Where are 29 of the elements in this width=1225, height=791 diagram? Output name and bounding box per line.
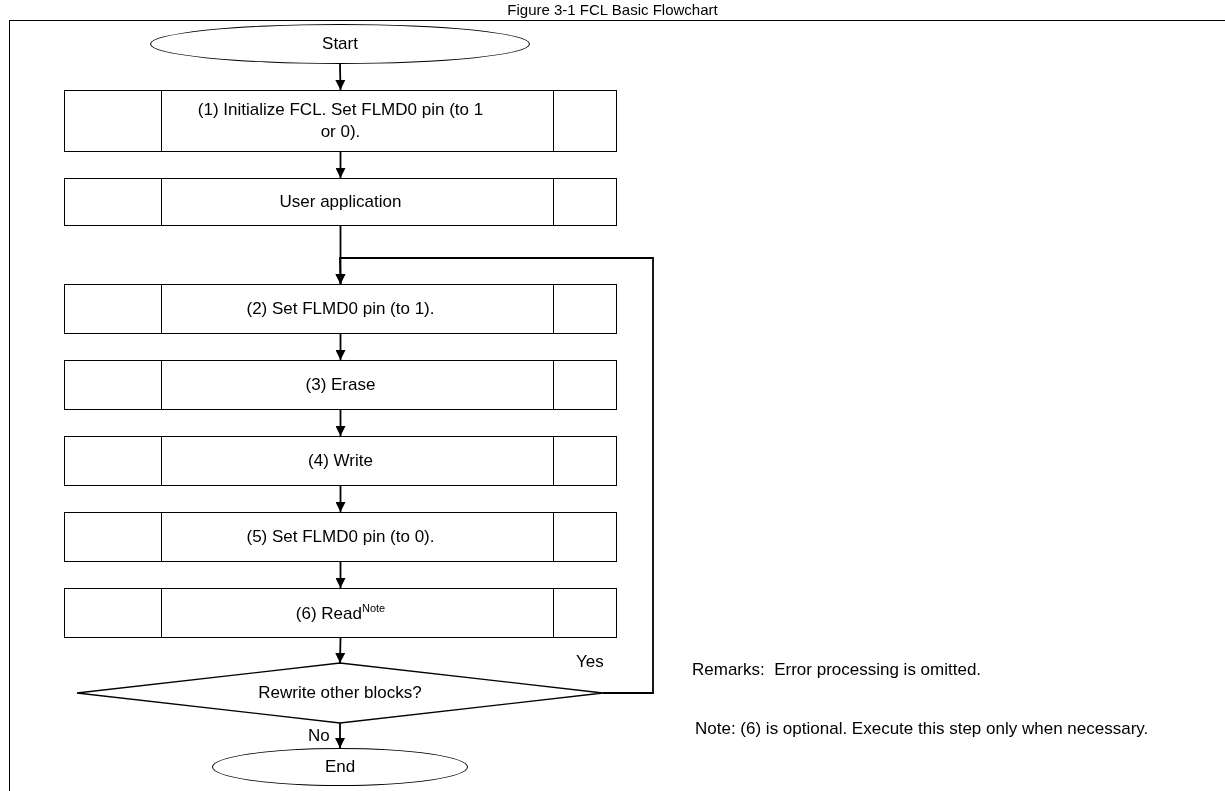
flow-arrow [335, 151, 346, 179]
predefined-process-box [64, 588, 617, 638]
predefined-process-box [64, 90, 617, 152]
step-text: (5) Set FLMD0 pin (to 0). [245, 525, 436, 548]
predefined-process-box [64, 436, 617, 486]
flow-arrow [335, 63, 346, 91]
step-text: (3) Erase [304, 373, 377, 396]
predefined-process-box [64, 284, 617, 334]
flow-arrow [335, 561, 346, 589]
step-text: End [323, 755, 357, 778]
step-text: (2) Set FLMD0 pin (to 1). [245, 297, 436, 320]
figure-title: Figure 3-1 FCL Basic Flowchart [506, 1, 719, 18]
flow-arrow [335, 257, 654, 694]
predefined-process-box [64, 178, 617, 226]
flow-arrow [335, 722, 345, 749]
predefined-process-box [64, 360, 617, 410]
step-text: (4) Write [307, 449, 374, 472]
step-text: (6) Read$^{Note}$ [294, 601, 387, 625]
step-text: (1) Initialize FCL. Set FLMD0 pin (to 1 or 0). [196, 98, 485, 143]
flow-arrow [335, 637, 346, 664]
flow-arrow [335, 485, 346, 513]
note-text: Remarks: Error processing is omitted. [692, 659, 982, 681]
flow-arrow [335, 333, 346, 361]
step-text: Rewrite other blocks? [257, 681, 423, 704]
predefined-process-box [64, 512, 617, 562]
step-text: Start [321, 32, 359, 55]
flow-arrow [335, 409, 346, 437]
step-text: User application [278, 190, 403, 213]
note-text: Note: (6) is optional. Execute this step only when necessary. [695, 718, 1150, 740]
